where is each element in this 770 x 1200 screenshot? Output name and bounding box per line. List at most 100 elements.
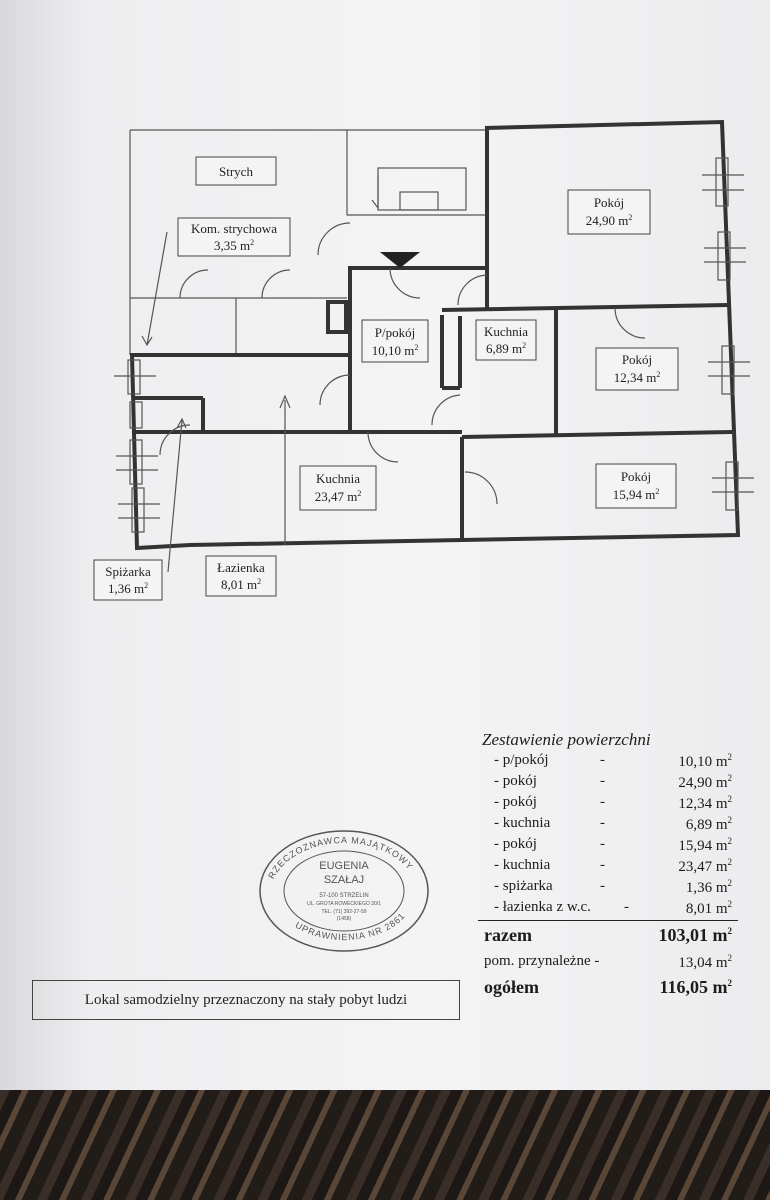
row-dash: - (600, 836, 605, 852)
shaft (326, 300, 348, 334)
door-swing (317, 222, 351, 256)
label-box-pokoj1 (567, 189, 651, 235)
room-name: Pokój (594, 195, 624, 210)
row-value: 15,94 m2 (678, 836, 732, 854)
appraiser-stamp: RZECZOZNAWCA MAJĄTKOWY UPRAWNIENIA NR 28… (259, 830, 429, 952)
extra-value: 13,04 m2 (678, 953, 732, 971)
grand-label: ogółem (484, 977, 539, 997)
row-value: 8,01 m2 (685, 899, 732, 917)
grand-value: 116,05 m2 (659, 977, 732, 997)
row-name: - p/pokój (494, 752, 549, 768)
door-swing-kuchnia (431, 394, 461, 426)
row-name: - kuchnia (494, 815, 551, 831)
room-area: 23,47 m2 (315, 489, 362, 504)
wall-pokoj-bottom (441, 303, 729, 312)
label-box-strych (195, 156, 277, 186)
wall-pokoj3-top (461, 430, 733, 439)
row-dash: - (600, 857, 605, 873)
stamp-line4: (1458) (337, 916, 352, 922)
leader-kom (146, 231, 168, 346)
row-dash: - (600, 815, 605, 831)
door-swing-ppokoj (389, 267, 421, 299)
stamp-name1: EUGENIA (319, 860, 369, 872)
room-name: Kom. strychowa (191, 221, 277, 236)
room-area: 24,90 m2 (586, 213, 633, 228)
room-area: 15,94 m2 (613, 487, 660, 502)
row-dash: - (600, 794, 605, 810)
extra-label: pom. przynależne - (484, 953, 600, 969)
room-name: Strych (219, 164, 253, 179)
document-page (0, 0, 770, 1090)
summary-row: - kuchnia - 23,47 m2 (478, 857, 738, 878)
room-area: 10,10 m2 (372, 343, 419, 358)
door-swing-kuchnia2 (367, 431, 399, 463)
stamp-name2: SZAŁAJ (324, 874, 364, 886)
label-box-kuchnia1 (475, 319, 537, 361)
room-name: Kuchnia (484, 324, 528, 339)
total-value: 103,01 m2 (658, 925, 733, 945)
room-area: 12,34 m2 (614, 370, 661, 385)
door-swing-pokoj (457, 274, 488, 306)
door-swing-hall (319, 374, 351, 406)
summary-row: - spiżarka - 1,36 m2 (478, 878, 738, 899)
row-value: 10,10 m2 (678, 752, 732, 770)
row-value: 24,90 m2 (678, 773, 732, 791)
label-box-kuchnia2 (299, 465, 377, 511)
label-box-lazienka (205, 555, 277, 597)
row-name: - kuchnia (494, 857, 551, 873)
row-value: 12,34 m2 (678, 794, 732, 812)
label-box-spizarka (93, 559, 163, 601)
row-name: - spiżarka (494, 878, 553, 894)
summary-row: - kuchnia - 6,89 m2 (478, 815, 738, 836)
arrow-chimney (371, 175, 379, 210)
summary-row: - łazienka z w.c.-8,01 m2 (478, 899, 738, 921)
stamp-line2: UL. GROTA ROWECKIEGO 30/1 (307, 901, 381, 907)
summary-row: - pokój - 15,94 m2 (478, 836, 738, 857)
row-dash: - (600, 752, 605, 768)
note-text: Lokal samodzielny przeznaczony na stały … (84, 991, 408, 1008)
outer-wall (129, 119, 741, 551)
row-name: - pokój (494, 794, 537, 810)
room-name: Pokój (622, 352, 652, 367)
room-name: Spiżarka (105, 564, 151, 579)
room-name: Kuchnia (316, 471, 360, 486)
room-name: Pokój (621, 469, 651, 484)
label-box-pokoj3 (595, 463, 677, 509)
note-box: Lokal samodzielny przeznaczony na stały … (32, 980, 460, 1020)
room-area: 3,35 m2 (214, 238, 254, 253)
room-name: Łazienka (217, 560, 265, 575)
row-name: - pokój (494, 773, 537, 789)
summary-row: - p/pokój - 10,10 m2 (478, 752, 738, 773)
room-name: P/pokój (375, 325, 415, 340)
row-value: 23,47 m2 (678, 857, 732, 875)
leader-spizarka-arrow (176, 417, 187, 429)
total-label: razem (484, 925, 532, 945)
row-value: 6,89 m2 (685, 815, 732, 833)
total-row: razem 103,01 m2 (478, 925, 738, 953)
chimney-inner (399, 191, 439, 211)
summary-row: - pokój - 24,90 m2 (478, 773, 738, 794)
door-swing-storage (179, 269, 291, 299)
door-swing-pokoj2 (614, 307, 646, 339)
extra-row: pom. przynależne - 13,04 m2 (478, 953, 738, 975)
room-area: 1,36 m2 (108, 581, 148, 596)
row-dash: - (600, 773, 605, 789)
summary-heading: Zestawienie powierzchni (482, 730, 651, 749)
summary-row: - pokój - 12,34 m2 (478, 794, 738, 815)
windows (114, 157, 754, 533)
area-summary: Zestawienie powierzchni - p/pokój - 10,10 … (478, 730, 738, 1005)
door-swing-spizarka (159, 424, 191, 456)
row-value: 1,36 m2 (685, 878, 732, 896)
room-area: 6,89 m2 (486, 341, 526, 356)
room-area: 8,01 m2 (221, 577, 261, 592)
leader-spizarka (167, 419, 183, 573)
row-dash: - (600, 878, 605, 894)
row-name: - pokój (494, 836, 537, 852)
floor-plan: Strych Kom. strychowa 3,35 m2 Pokój 24,9… (93, 119, 754, 601)
label-box-kom (177, 217, 291, 257)
door-swing-pokoj3 (464, 471, 498, 505)
leader-lazienka-arrow (279, 394, 291, 409)
stamp-line3: TEL. (71) 392-27-59 (321, 909, 366, 915)
stairs-arrow (380, 252, 420, 268)
background-carpet (0, 1090, 770, 1200)
